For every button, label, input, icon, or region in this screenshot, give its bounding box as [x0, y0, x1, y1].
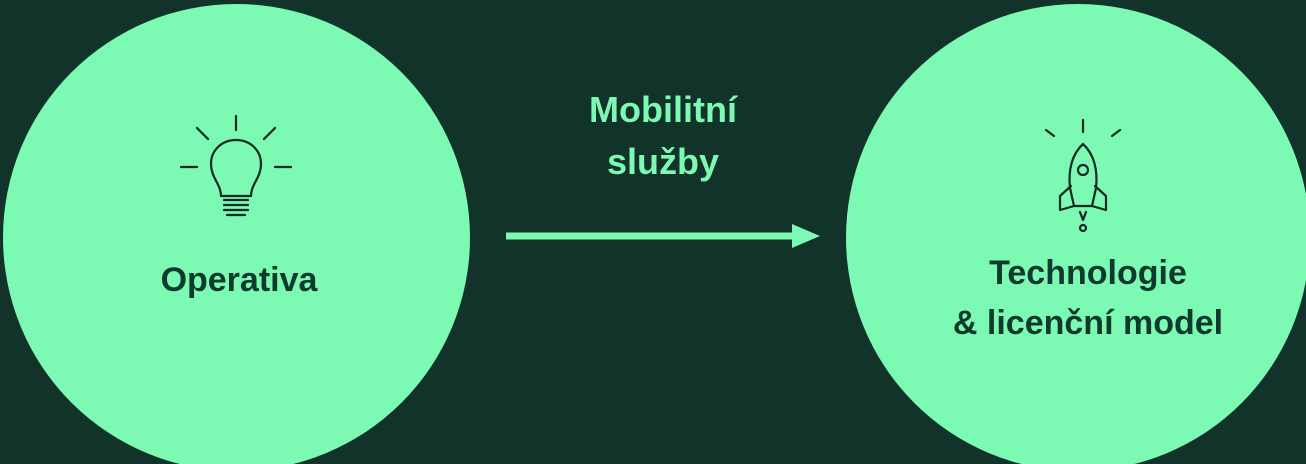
lightbulb-icon	[179, 114, 293, 217]
operativa-label: Operativa	[160, 261, 318, 299]
technologie-circle	[846, 4, 1306, 464]
edge-label-line2: služby	[606, 141, 720, 182]
operativa-circle	[3, 4, 470, 464]
mobilitni-sluzby-label: Mobilitní služby	[508, 84, 818, 188]
technologie-label-line2: & licenční model	[952, 304, 1224, 342]
edge-label-line1: Mobilitní	[589, 89, 737, 130]
arrow-head	[792, 224, 820, 248]
technologie-label: Technologie & licenční model	[898, 248, 1278, 348]
flow-arrow	[506, 224, 820, 248]
rocket-icon	[1044, 118, 1122, 233]
technologie-label-line1: Technologie	[989, 254, 1187, 292]
